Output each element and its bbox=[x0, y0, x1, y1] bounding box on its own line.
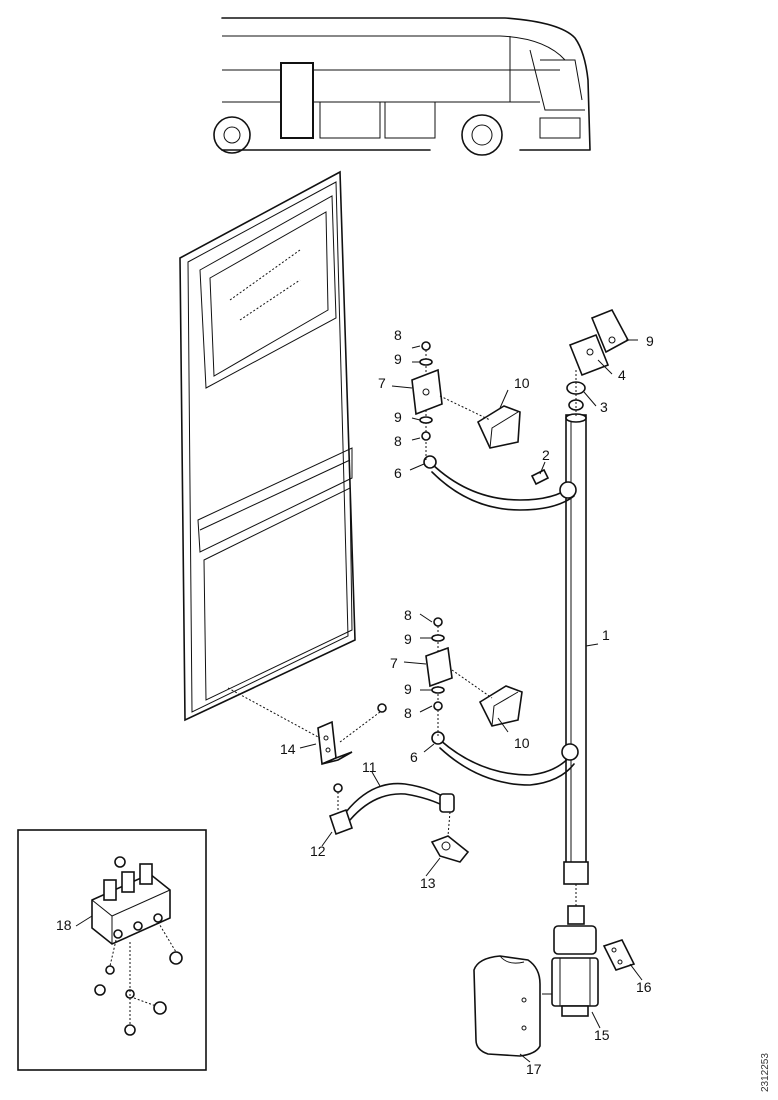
label-part-12: 12 bbox=[310, 843, 326, 859]
label-part-10: 10 bbox=[514, 375, 530, 391]
label-part-3: 3 bbox=[600, 399, 608, 415]
label-part-13: 13 bbox=[420, 875, 436, 891]
door-location-highlight bbox=[280, 62, 314, 139]
label-part-8: 8 bbox=[404, 705, 412, 721]
door-panel bbox=[179, 170, 356, 722]
part-17-cover bbox=[473, 955, 541, 1057]
label-part-7: 7 bbox=[378, 375, 386, 391]
part-16-plate bbox=[602, 939, 636, 971]
document-number: 2312253 bbox=[760, 1053, 771, 1092]
upper-linkage bbox=[411, 341, 577, 511]
label-part-1: 1 bbox=[602, 627, 610, 643]
label-part-6: 6 bbox=[410, 749, 418, 765]
label-part-10: 10 bbox=[514, 735, 530, 751]
label-part-9: 9 bbox=[404, 681, 412, 697]
label-part-11: 11 bbox=[362, 759, 377, 775]
inset-detail-box bbox=[17, 829, 207, 1071]
leader-lines bbox=[75, 339, 643, 1063]
part-13-lever bbox=[430, 811, 470, 863]
label-part-18: 18 bbox=[56, 917, 72, 933]
label-part-8: 8 bbox=[394, 327, 402, 343]
label-part-15: 15 bbox=[594, 1027, 610, 1043]
part-12-fitting bbox=[328, 783, 354, 836]
part-labels: 8 9 7 9 8 6 10 2 9 4 3 1 8 9 7 9 8 10 6 … bbox=[56, 327, 654, 1077]
bus-overview bbox=[213, 17, 591, 156]
label-part-6: 6 bbox=[394, 465, 402, 481]
part-3-bushing bbox=[566, 370, 586, 418]
label-part-14: 14 bbox=[280, 741, 296, 757]
label-part-8: 8 bbox=[394, 433, 402, 449]
part-15-cylinder bbox=[551, 884, 599, 1017]
label-part-2: 2 bbox=[542, 447, 550, 463]
label-part-8: 8 bbox=[404, 607, 412, 623]
label-part-17: 17 bbox=[526, 1061, 542, 1077]
part-11-rod bbox=[345, 782, 455, 821]
label-part-9: 9 bbox=[404, 631, 412, 647]
label-part-16: 16 bbox=[636, 979, 652, 995]
label-part-9: 9 bbox=[646, 333, 654, 349]
label-part-4: 4 bbox=[618, 367, 626, 383]
part-5-top-bracket bbox=[568, 308, 630, 377]
part-14-bracket bbox=[227, 687, 387, 766]
label-part-7: 7 bbox=[390, 655, 398, 671]
label-part-9: 9 bbox=[394, 351, 402, 367]
lower-linkage bbox=[425, 617, 579, 786]
label-part-9: 9 bbox=[394, 409, 402, 425]
